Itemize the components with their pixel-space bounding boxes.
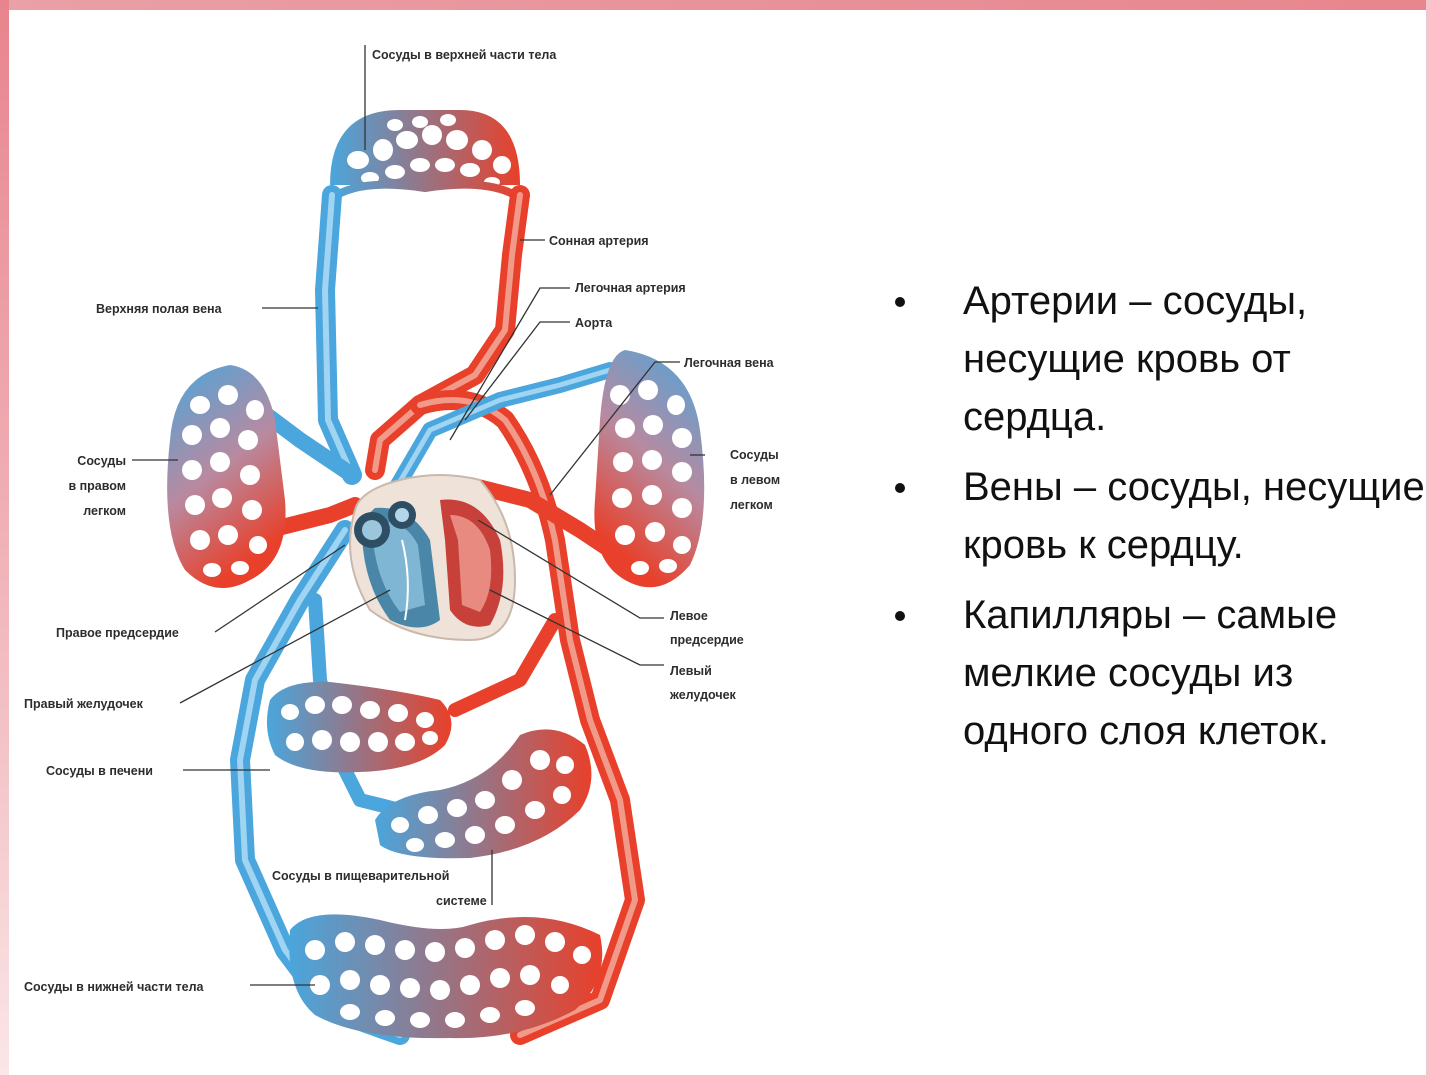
- bullet-text-veins: Вены – сосуды, несущие кровь к сердцу.: [963, 465, 1425, 567]
- bullet-dot-icon: [895, 483, 905, 493]
- upper-body-capillaries: [330, 110, 520, 198]
- bullet-arteries: Артерии – сосуды, несущие кровь от сердц…: [895, 272, 1425, 446]
- bullet-veins: Вены – сосуды, несущие кровь к сердцу.: [895, 458, 1425, 574]
- definitions-list: Артерии – сосуды, несущие кровь от сердц…: [895, 272, 1425, 772]
- bullet-capillaries: Капилляры – самые мелкие сосуды из одног…: [895, 586, 1425, 760]
- label-left-lung-line1: Сосуды: [730, 448, 779, 462]
- label-pulmonary-vein: Легочная вена: [684, 356, 775, 370]
- circulatory-system-diagram: Сосуды в верхней части тела Сонная артер…: [0, 0, 860, 1075]
- label-aorta: Аорта: [575, 316, 613, 330]
- label-right-lung-line2: в правом: [68, 479, 126, 493]
- heart: [350, 475, 515, 640]
- bullet-dot-icon: [895, 611, 905, 621]
- liver-capillaries: [267, 682, 451, 773]
- bullet-dot-icon: [895, 297, 905, 307]
- label-right-ventricle: Правый желудочек: [24, 697, 144, 711]
- label-pulmonary-artery: Легочная артерия: [575, 281, 686, 295]
- label-superior-vena-cava: Верхняя полая вена: [96, 302, 223, 316]
- bullet-text-arteries: Артерии – сосуды, несущие кровь от сердц…: [963, 279, 1307, 439]
- label-upper-body: Сосуды в верхней части тела: [372, 48, 557, 62]
- label-left-ventricle-line1: Левый: [670, 664, 712, 678]
- label-left-lung-line2: в левом: [730, 473, 780, 487]
- label-left-ventricle-line2: желудочек: [669, 688, 737, 702]
- label-lower-body: Сосуды в нижней части тела: [24, 980, 205, 994]
- label-right-atrium: Правое предсердие: [56, 626, 179, 640]
- right-lung-capillaries: [167, 365, 285, 588]
- label-right-lung-line1: Сосуды: [77, 454, 126, 468]
- label-liver-vessels: Сосуды в печени: [46, 764, 153, 778]
- label-left-atrium-line2: предсердие: [670, 633, 744, 647]
- label-carotid-artery: Сонная артерия: [549, 234, 649, 248]
- label-digestive-line2: системе: [436, 894, 487, 908]
- label-right-lung-line3: легком: [83, 504, 126, 518]
- bullet-text-capillaries: Капилляры – самые мелкие сосуды из одног…: [963, 593, 1337, 753]
- label-digestive-line1: Сосуды в пищеварительной: [272, 869, 449, 883]
- label-left-atrium-line1: Левое: [670, 609, 708, 623]
- left-lung-capillaries: [594, 350, 704, 587]
- label-left-lung-line3: легком: [730, 498, 773, 512]
